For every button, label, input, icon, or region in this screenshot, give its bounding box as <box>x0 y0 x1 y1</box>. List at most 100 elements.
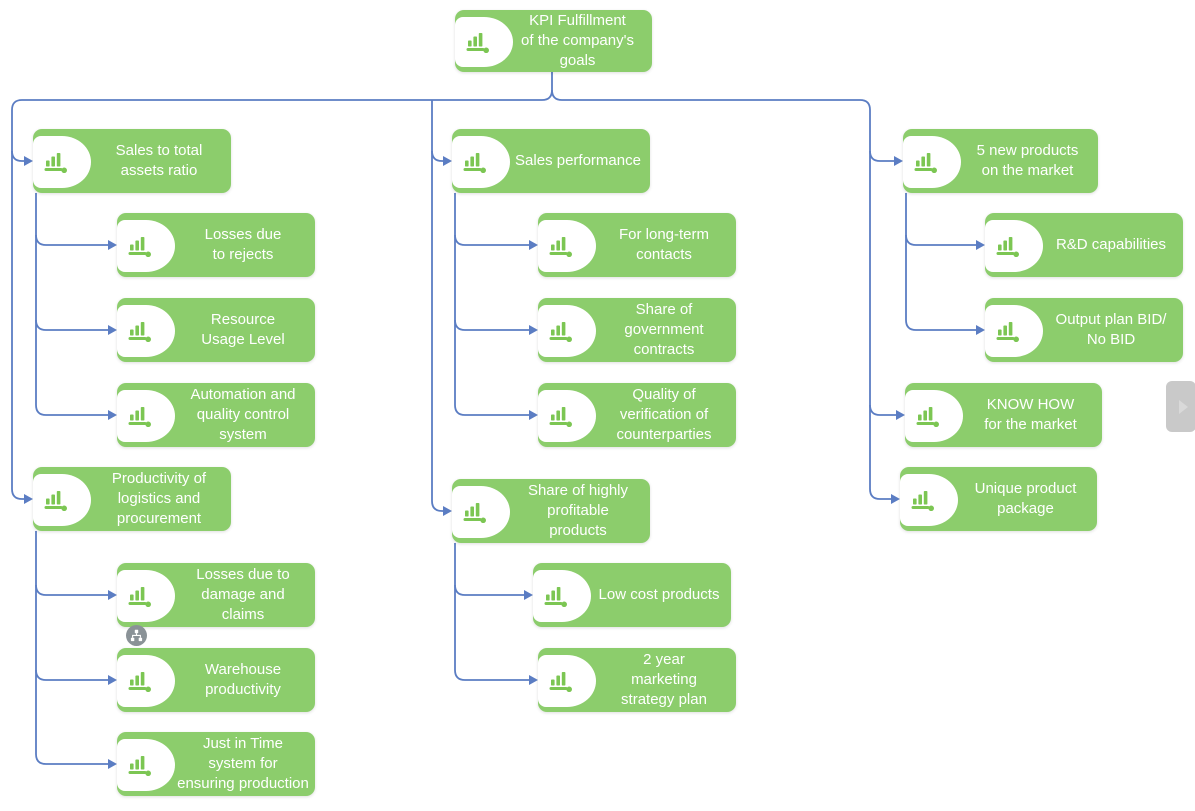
node-label: Share of government contracts <box>624 301 704 358</box>
node-label: KNOW HOW for the market <box>984 396 1077 433</box>
bar-chart-icon <box>549 672 572 692</box>
connector-line <box>454 669 531 681</box>
connector-arrowhead <box>976 240 985 250</box>
bar-chart-icon <box>44 153 67 173</box>
connector-arrowhead <box>108 759 117 769</box>
diagram-node-productivity-logistics[interactable]: Productivity of logistics and procuremen… <box>33 467 231 531</box>
node-icon-plate <box>985 220 1043 272</box>
node-icon-plate <box>117 390 175 442</box>
connector-arrowhead <box>529 325 538 335</box>
node-label: Low cost products <box>598 586 720 603</box>
node-icon-plate <box>903 136 961 188</box>
diagram-node-just-in-time[interactable]: Just in Time system for ensuring product… <box>117 732 315 796</box>
connector-arrowhead <box>529 675 538 685</box>
node-label: 5 new products on the market <box>976 142 1079 179</box>
diagram-node-rd-capabilities[interactable]: R&D capabilities <box>985 213 1183 277</box>
bar-chart-icon <box>128 587 151 607</box>
node-label: Resource Usage Level <box>201 311 285 348</box>
node-label: Warehouse productivity <box>204 661 282 698</box>
node-label: For long-term contacts <box>618 226 710 263</box>
node-icon-plate <box>117 655 175 707</box>
connector-arrowhead <box>24 494 33 504</box>
diagram-node-losses-damage[interactable]: Losses due to damage and claims <box>117 563 315 627</box>
bar-chart-icon <box>128 237 151 257</box>
connector-line <box>869 404 898 416</box>
node-icon-plate <box>452 136 510 188</box>
connector-line <box>35 319 110 331</box>
chevron-right-icon <box>1178 399 1188 414</box>
connector-arrowhead <box>108 590 117 600</box>
node-icon-plate <box>533 570 591 622</box>
connector-arrowhead <box>443 506 452 516</box>
connector-line <box>454 319 531 331</box>
diagram-node-highly-profitable[interactable]: Share of highly profitable products <box>452 479 650 543</box>
connector-arrowhead <box>894 156 903 166</box>
diagram-node-know-how[interactable]: KNOW HOW for the market <box>905 383 1102 447</box>
diagram-node-new-products[interactable]: 5 new products on the market <box>903 129 1098 193</box>
node-icon-plate <box>117 220 175 272</box>
connector-arrowhead <box>108 410 117 420</box>
diagram-node-government-contracts[interactable]: Share of government contracts <box>538 298 736 362</box>
node-icon-plate <box>117 305 175 357</box>
bar-chart-icon <box>996 237 1019 257</box>
connector-arrowhead <box>108 675 117 685</box>
diagram-node-root[interactable]: KPI Fulfillment of the company's goals <box>455 10 652 72</box>
connector-line <box>431 150 445 162</box>
org-chart-icon[interactable] <box>126 625 147 646</box>
connector-line <box>454 584 526 596</box>
connector-line <box>11 150 26 162</box>
diagram-node-marketing-plan[interactable]: 2 year marketing strategy plan <box>538 648 736 712</box>
diagram-node-automation-quality[interactable]: Automation and quality control system <box>117 383 315 447</box>
node-icon-plate <box>117 570 175 622</box>
diagram-node-unique-package[interactable]: Unique product package <box>900 467 1097 531</box>
connector-line <box>905 234 978 246</box>
connector-line <box>35 753 110 765</box>
connector-arrowhead <box>524 590 533 600</box>
bar-chart-icon <box>128 407 151 427</box>
node-icon-plate <box>900 474 958 526</box>
diagram-node-low-cost[interactable]: Low cost products <box>533 563 731 627</box>
connector-line <box>551 89 871 111</box>
diagram-node-sales-performance[interactable]: Sales performance <box>452 129 650 193</box>
connector-arrowhead <box>108 240 117 250</box>
connector-line <box>431 500 445 512</box>
node-icon-plate <box>985 305 1043 357</box>
org-chart-glyph <box>130 629 143 642</box>
node-label: R&D capabilities <box>1055 236 1167 253</box>
connector-line <box>35 404 110 416</box>
node-label: Productivity of logistics and procuremen… <box>111 470 207 527</box>
bar-chart-icon <box>916 407 939 427</box>
node-label: Quality of verification of counterpartie… <box>616 386 712 443</box>
bar-chart-icon <box>128 322 151 342</box>
node-label: Share of highly profitable products <box>527 482 629 539</box>
diagram-node-sales-total-assets[interactable]: Sales to total assets ratio <box>33 129 231 193</box>
connector-line <box>454 404 531 416</box>
bar-chart-icon <box>463 503 486 523</box>
bar-chart-icon <box>914 153 937 173</box>
node-icon-plate <box>452 486 510 538</box>
node-label: Losses due to rejects <box>204 226 282 263</box>
diagram-node-losses-rejects[interactable]: Losses due to rejects <box>117 213 315 277</box>
connector-line <box>869 150 896 162</box>
node-icon-plate <box>905 390 963 442</box>
bar-chart-icon <box>544 587 567 607</box>
connector-line <box>869 488 893 500</box>
connector-arrowhead <box>896 410 905 420</box>
node-label: Unique product package <box>974 480 1077 517</box>
node-label: Sales performance <box>515 152 641 169</box>
diagram-node-long-term-contacts[interactable]: For long-term contacts <box>538 213 736 277</box>
connector-arrowhead <box>976 325 985 335</box>
bar-chart-icon <box>911 491 934 511</box>
node-icon-plate <box>33 136 91 188</box>
bar-chart-icon <box>463 153 486 173</box>
diagram-node-verification-counterparties[interactable]: Quality of verification of counterpartie… <box>538 383 736 447</box>
expand-panel-handle[interactable] <box>1166 381 1195 432</box>
diagram-node-output-plan[interactable]: Output plan BID/ No BID <box>985 298 1183 362</box>
bar-chart-icon <box>996 322 1019 342</box>
bar-chart-icon <box>549 407 572 427</box>
node-icon-plate <box>538 305 596 357</box>
diagram-node-resource-usage[interactable]: Resource Usage Level <box>117 298 315 362</box>
diagram-node-warehouse-productivity[interactable]: Warehouse productivity <box>117 648 315 712</box>
bar-chart-icon <box>128 672 151 692</box>
